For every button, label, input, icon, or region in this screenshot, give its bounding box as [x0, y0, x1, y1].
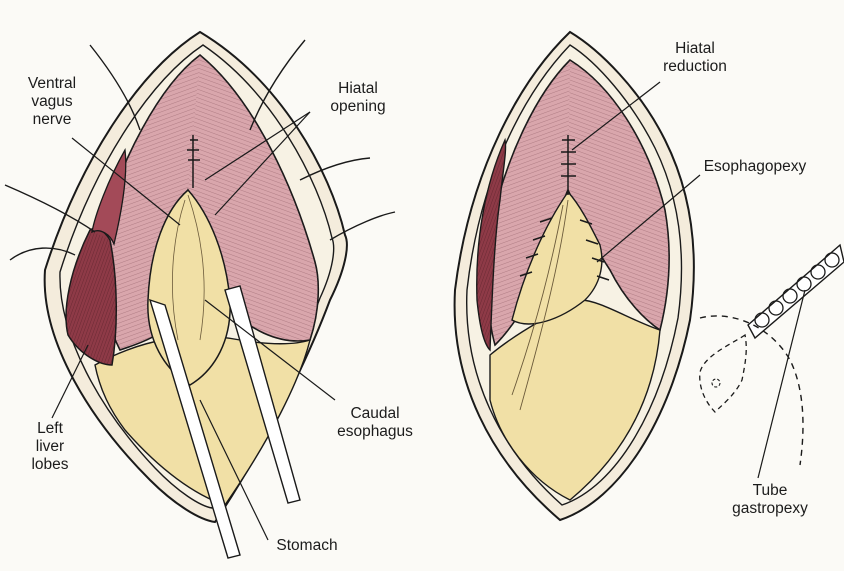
- label-left-liver-lobes: Left liver lobes: [25, 420, 75, 474]
- label-stomach: Stomach: [262, 537, 352, 555]
- tube-gastropexy-dashed-outline: [700, 316, 803, 465]
- label-hiatal-reduction: Hiatal reduction: [650, 40, 740, 76]
- label-esophagopexy: Esophagopexy: [700, 158, 810, 176]
- label-tube-gastropexy: Tube gastropexy: [720, 482, 820, 518]
- label-ventral-vagus-nerve: Ventral vagus nerve: [22, 75, 82, 129]
- label-hiatal-opening: Hiatal opening: [318, 80, 398, 116]
- right-panel: [455, 32, 844, 520]
- label-caudal-esophagus: Caudal esophagus: [330, 405, 420, 441]
